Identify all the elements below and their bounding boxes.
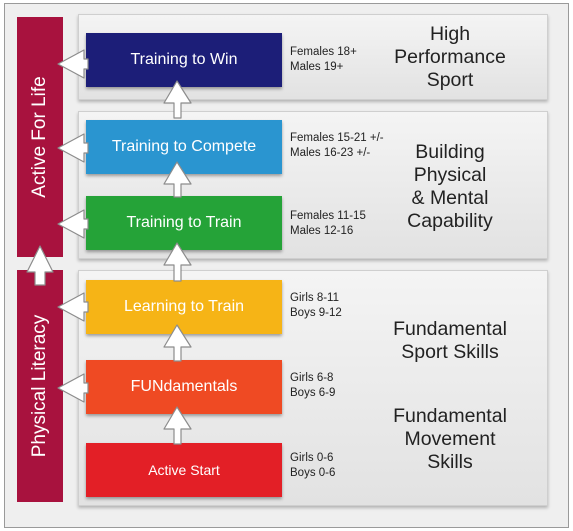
ages-line: Girls 0-6 xyxy=(290,452,334,464)
zone-line: Movement xyxy=(404,428,496,450)
left-arrow-icon xyxy=(57,292,89,322)
left-arrow-icon xyxy=(57,209,89,239)
zone-line: Fundamental xyxy=(393,318,507,340)
zone-line: Building xyxy=(415,141,485,163)
zone-line: Physical xyxy=(413,164,487,186)
ages-fundamentals: Girls 6-8 Boys 6-9 xyxy=(290,371,335,401)
up-arrow-icon xyxy=(26,245,54,286)
ages-training-to-compete: Females 15-21 +/- Males 16-23 +/- xyxy=(290,131,384,161)
zone-line: Performance xyxy=(394,46,506,68)
up-arrow-icon xyxy=(163,242,192,282)
stage-training-to-win: Training to Win xyxy=(86,33,282,87)
zone-high-performance-sport: High Performance Sport xyxy=(375,23,525,92)
zone-line: Capability xyxy=(407,210,493,232)
ages-training-to-win: Females 18+ Males 19+ xyxy=(290,45,357,75)
stage-training-to-train: Training to Train xyxy=(86,196,282,250)
stage-training-to-train-label: Training to Train xyxy=(126,214,242,231)
ages-learning-to-train: Girls 8-11 Boys 9-12 xyxy=(290,291,342,321)
ages-line: Females 11-15 xyxy=(290,210,366,222)
stage-active-start-label: Active Start xyxy=(148,462,220,478)
left-arrow-icon xyxy=(57,49,89,79)
ages-line: Girls 8-11 xyxy=(290,292,339,304)
zone-line: Sport xyxy=(426,69,474,91)
ages-active-start: Girls 0-6 Boys 0-6 xyxy=(290,451,335,481)
left-arrow-icon xyxy=(57,133,89,163)
stage-fundamentals: FUNdamentals xyxy=(86,360,282,414)
ages-line: Males 16-23 +/- xyxy=(290,147,371,159)
ages-training-to-train: Females 11-15 Males 12-16 xyxy=(290,209,366,239)
up-arrow-icon xyxy=(163,161,192,198)
up-arrow-icon xyxy=(163,80,192,119)
stage-training-to-win-label: Training to Win xyxy=(130,51,238,68)
zone-fundamental-sport-skills: Fundamental Sport Skills xyxy=(370,318,530,364)
ages-line: Boys 6-9 xyxy=(290,387,336,399)
zone-line: High xyxy=(429,23,471,45)
zone-building-capability: Building Physical & Mental Capability xyxy=(375,141,525,233)
zone-fundamental-movement-skills: Fundamental Movement Skills xyxy=(370,405,530,474)
up-arrow-icon xyxy=(163,406,192,445)
stage-learning-to-train-label: Learning to Train xyxy=(123,298,245,315)
left-arrow-icon xyxy=(57,373,89,403)
up-arrow-icon xyxy=(163,324,192,362)
stage-active-start: Active Start xyxy=(86,443,282,497)
zone-line: Skills xyxy=(427,451,473,473)
stage-learning-to-train: Learning to Train xyxy=(86,280,282,334)
zone-line: & Mental xyxy=(411,187,489,209)
ages-line: Boys 0-6 xyxy=(290,467,336,479)
ages-line: Females 18+ xyxy=(290,46,357,58)
side-bar-active-for-life: Active For Life xyxy=(17,17,63,257)
ages-line: Girls 6-8 xyxy=(290,372,334,384)
side-bar-physical-literacy: Physical Literacy xyxy=(17,270,63,502)
ages-line: Females 15-21 +/- xyxy=(290,132,384,144)
ages-line: Males 12-16 xyxy=(290,225,354,237)
zone-line: Sport Skills xyxy=(401,341,499,363)
ages-line: Males 19+ xyxy=(290,61,344,73)
stage-fundamentals-label: FUNdamentals xyxy=(130,378,238,395)
stage-training-to-compete: Training to Compete xyxy=(86,120,282,174)
zone-line: Fundamental xyxy=(393,405,507,427)
ages-line: Boys 9-12 xyxy=(290,307,342,319)
stage-training-to-compete-label: Training to Compete xyxy=(111,138,257,155)
